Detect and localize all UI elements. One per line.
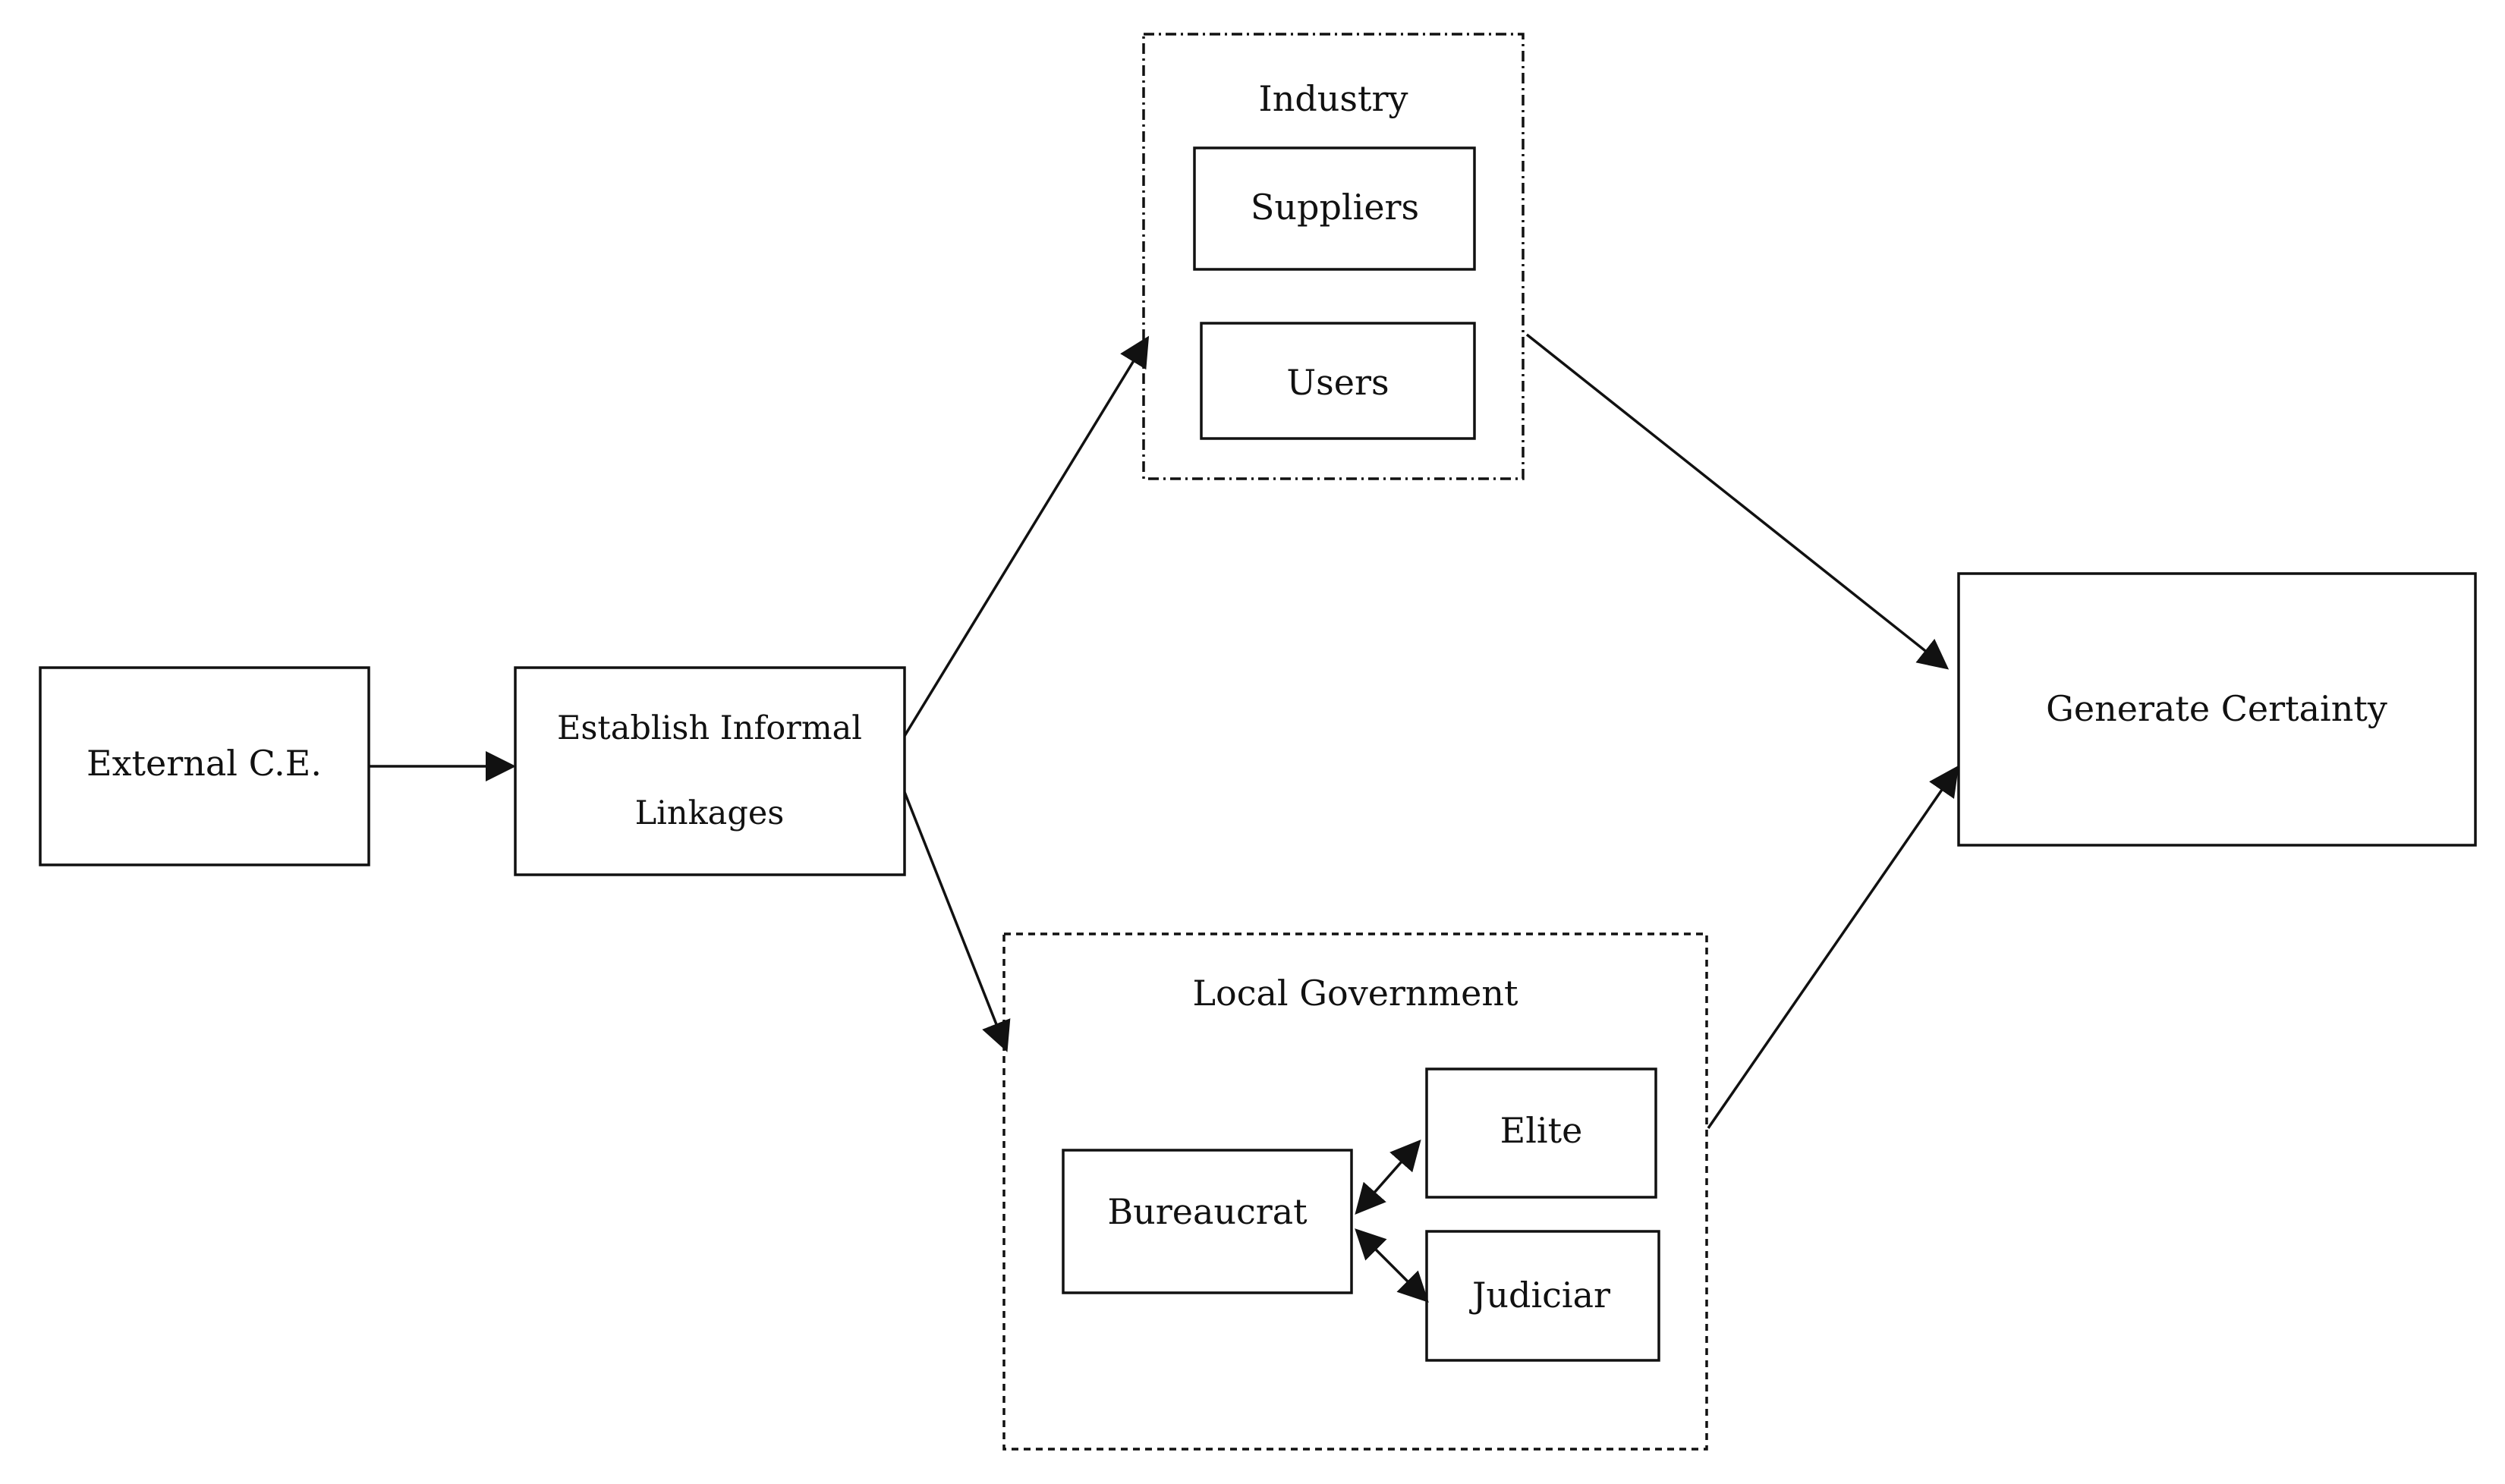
node-external-ce-label: External C.E. [87, 743, 322, 784]
node-bureaucrat-label: Bureaucrat [1107, 1191, 1308, 1232]
node-users-label: Users [1286, 362, 1389, 403]
local-government-group-title: Local Government [1193, 973, 1518, 1014]
node-judiciar: Judiciar [1425, 1230, 1660, 1362]
node-establish-label-line2: Linkages [635, 794, 785, 832]
edge-establish-to-local-government [903, 791, 1011, 1052]
edge-bureaucrat-judiciar [1355, 1228, 1429, 1303]
edge-bureaucrat-elite [1355, 1139, 1421, 1215]
node-judiciar-label: Judiciar [1469, 1275, 1610, 1316]
node-suppliers-label: Suppliers [1251, 187, 1419, 228]
edge-local-government-to-generate [1707, 765, 1959, 1129]
node-establish-informal-linkages: Establish Informal Linkages [514, 666, 906, 876]
node-external-ce: External C.E. [39, 666, 370, 866]
node-users: Users [1200, 322, 1476, 440]
industry-group: Industry [1142, 33, 1525, 480]
node-bureaucrat: Bureaucrat [1062, 1149, 1353, 1294]
edge-industry-to-generate [1525, 333, 1950, 670]
node-elite: Elite [1425, 1067, 1657, 1199]
industry-group-title: Industry [1259, 78, 1408, 119]
node-suppliers: Suppliers [1193, 146, 1476, 271]
node-establish-label-line1: Establish Informal [557, 709, 862, 747]
local-government-group: Local Government [1002, 932, 1708, 1451]
node-elite-label: Elite [1500, 1110, 1583, 1151]
node-generate-certainty: Generate Certainty [1957, 572, 2477, 847]
edge-establish-to-industry [903, 335, 1150, 737]
node-generate-certainty-label: Generate Certainty [2046, 688, 2387, 729]
